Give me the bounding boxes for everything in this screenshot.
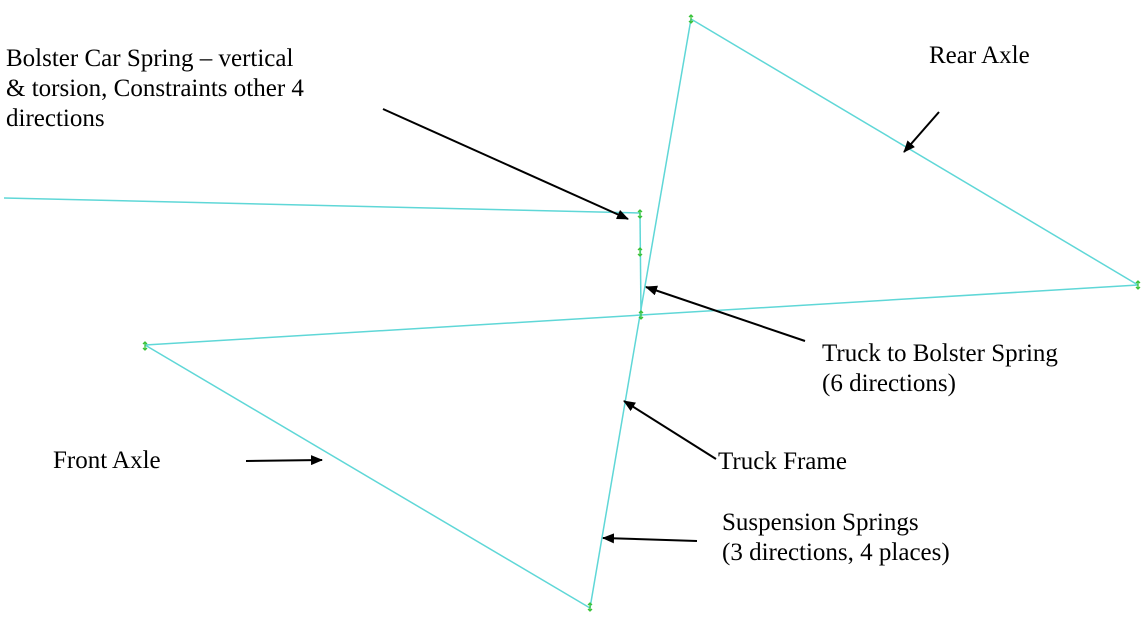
label-rear-axle: Rear Axle (929, 42, 1030, 69)
front-axle-member (144, 344, 591, 609)
label-bolster-car-spring-line3: directions (6, 105, 105, 132)
bolster-car-spring-element (639, 212, 642, 316)
arrow-rear-axle (903, 111, 940, 153)
label-suspension-springs: Suspension Springs (3 directions, 4 plac… (722, 508, 950, 568)
label-bolster-car-spring-line2: & torsion, Constraints other 4 (6, 75, 304, 102)
rear-axle-member (690, 18, 1139, 286)
node-icon (688, 14, 694, 24)
arrow-front-axle (245, 455, 323, 466)
label-suspension-springs-line1: Suspension Springs (722, 509, 919, 536)
label-bolster-car-spring: Bolster Car Spring – vertical & torsion,… (6, 44, 304, 134)
node-icon (637, 247, 643, 257)
label-truck-to-bolster-line2: (6 directions) (822, 370, 956, 397)
node-icon (1135, 280, 1141, 290)
node-icon (637, 209, 643, 219)
node-icon (638, 310, 644, 320)
label-bolster-car-spring-line1: Bolster Car Spring – vertical (6, 45, 294, 72)
arrow-truck-frame (623, 400, 717, 460)
label-front-axle: Front Axle (53, 447, 161, 474)
label-truck-frame: Truck Frame (718, 448, 847, 475)
node-icon (587, 602, 593, 612)
label-suspension-springs-line2: (3 directions, 4 places) (722, 539, 950, 566)
arrow-suspension-springs (602, 533, 698, 544)
label-truck-to-bolster-spring: Truck to Bolster Spring (6 directions) (822, 339, 1058, 399)
truck-frame-upper (639, 18, 692, 316)
arrow-truck-to-bolster (645, 285, 806, 342)
label-truck-to-bolster-line1: Truck to Bolster Spring (822, 340, 1058, 367)
arrow-bolster-car-spring (382, 108, 629, 220)
node-icon (142, 341, 148, 351)
car-body-member (3, 197, 641, 214)
truck-frame-lower (589, 314, 641, 609)
